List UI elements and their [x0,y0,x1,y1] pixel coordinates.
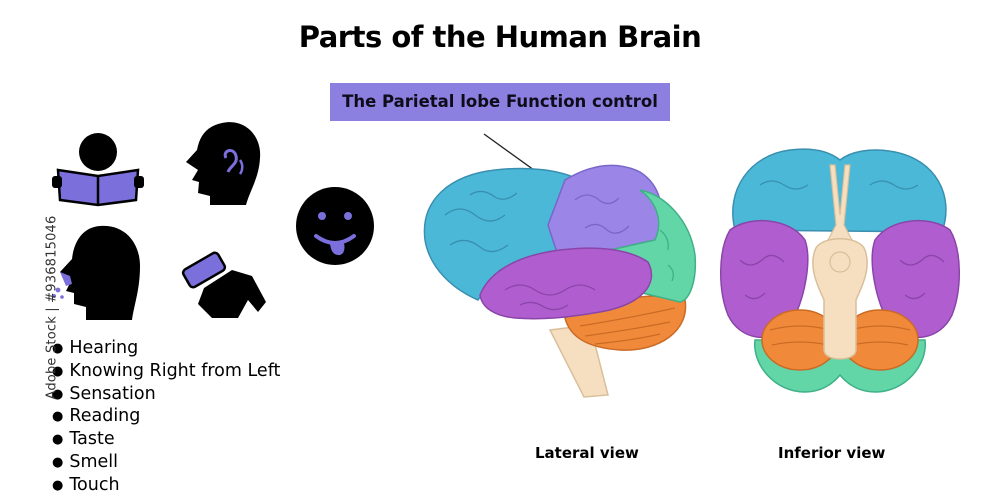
list-item: Hearing [52,338,280,361]
hearing-icon [186,122,261,205]
list-item: Touch [52,475,280,498]
page-title: Parts of the Human Brain [298,20,702,54]
list-item: Taste [52,429,280,452]
lateral-view-brain [423,164,697,398]
inferior-view-label: Inferior view [778,444,886,462]
function-list: Hearing Knowing Right from Left Sensatio… [52,338,280,498]
side-credit: Adobe Stock | #936815046 [44,215,60,400]
list-item: Reading [52,406,280,429]
lateral-view-label: Lateral view [535,444,639,462]
reading-icon [52,133,144,207]
list-item: Sensation [52,384,280,407]
smell-icon [52,225,140,320]
parietal-callout: The Parietal lobe Function control [330,83,670,121]
taste-icon [296,187,374,265]
touch-icon [181,251,266,318]
list-item: Knowing Right from Left [52,361,280,384]
function-icons [52,122,374,320]
list-item: Smell [52,452,280,475]
inferior-view-brain [720,148,960,393]
